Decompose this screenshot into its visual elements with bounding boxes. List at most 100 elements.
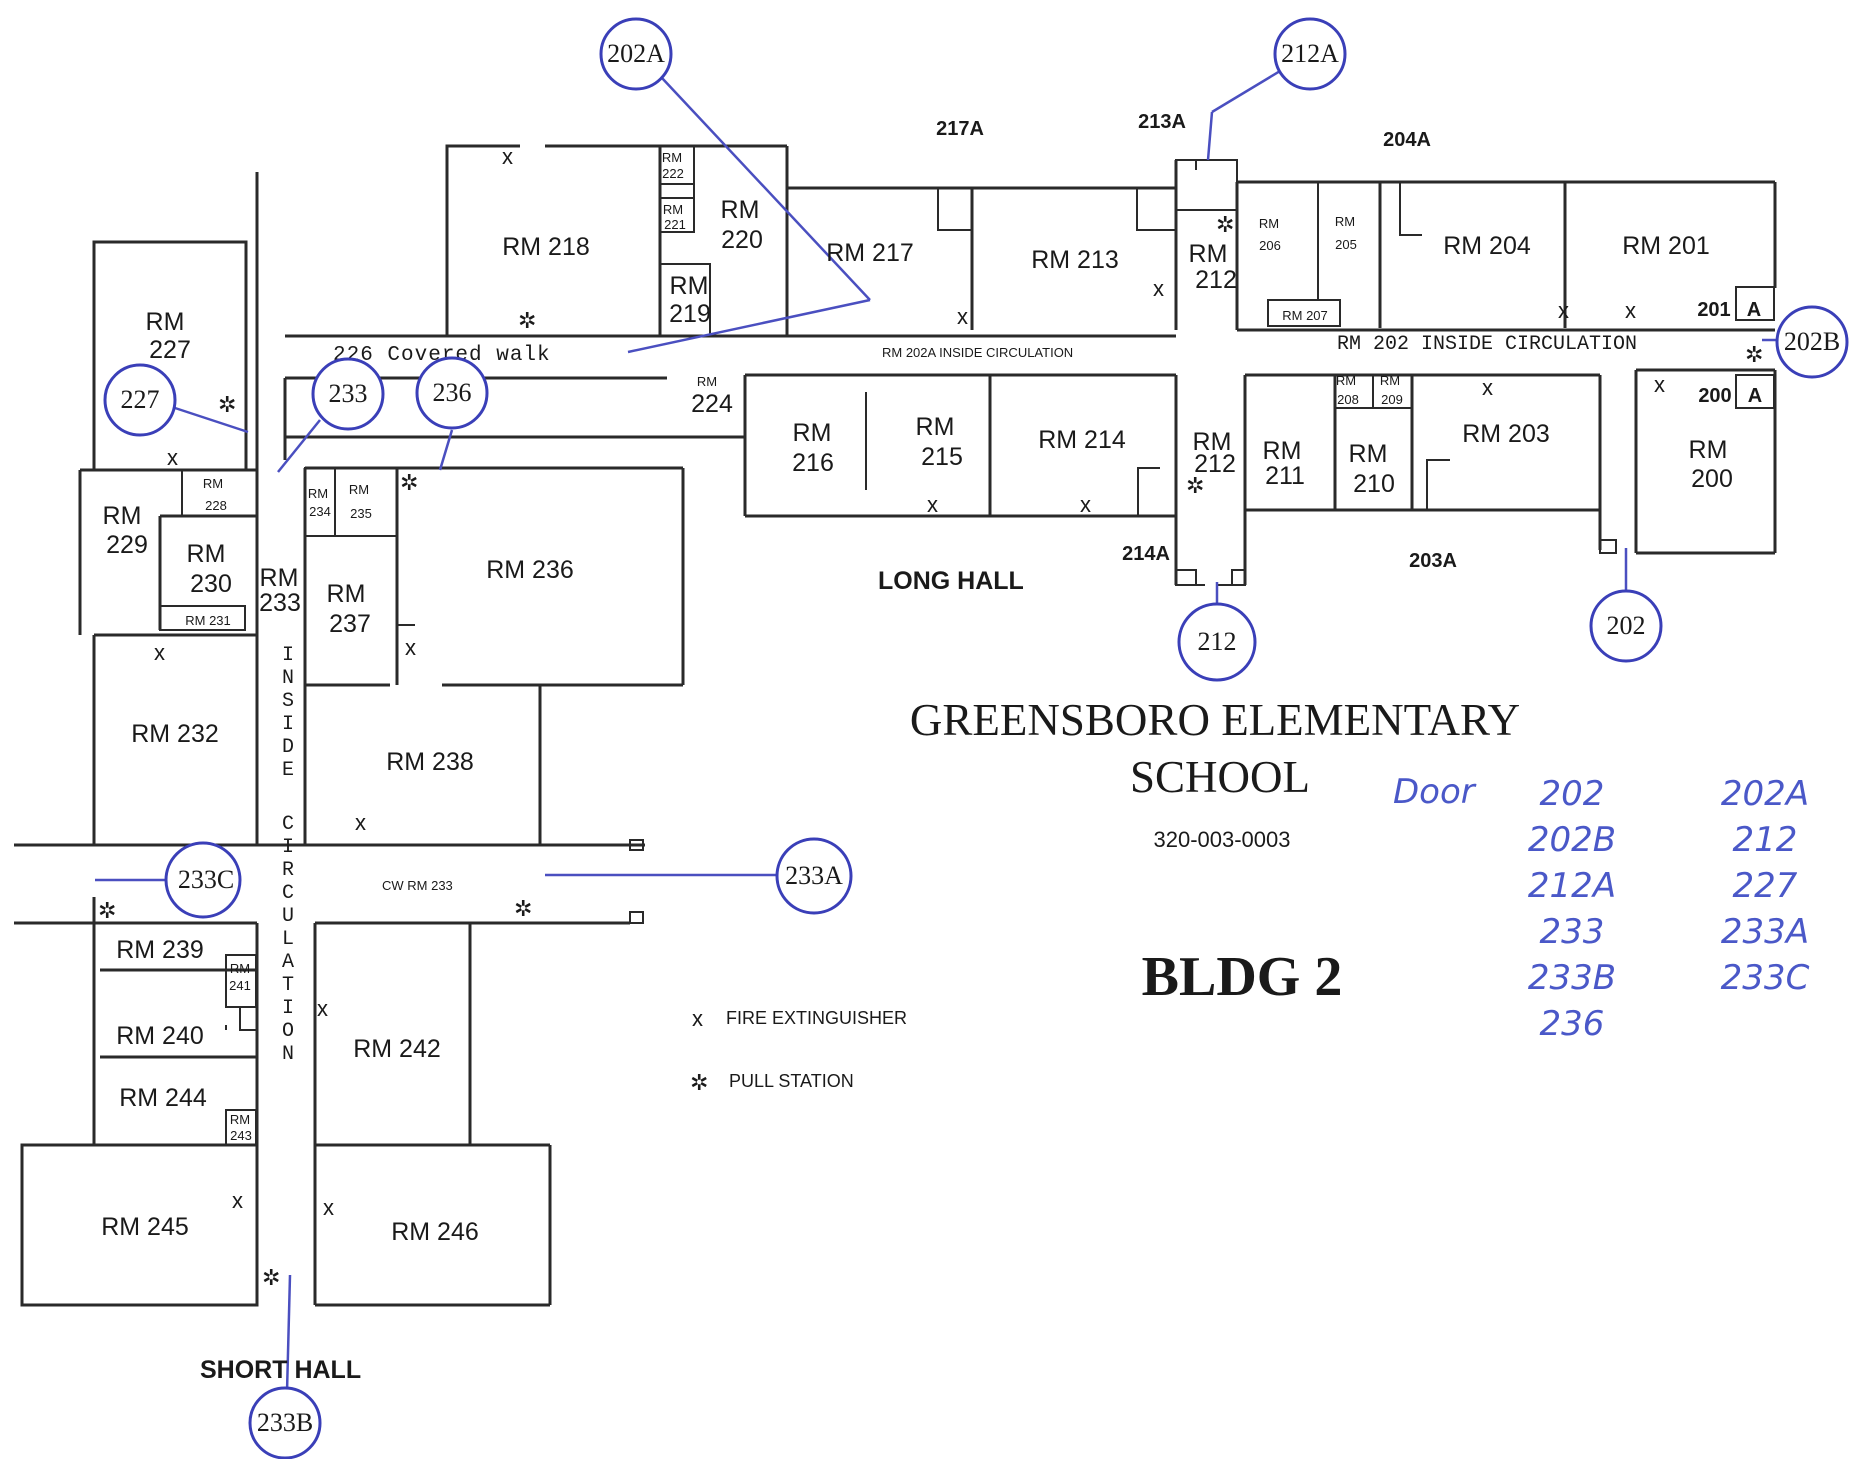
room-label: RM 236 — [486, 556, 574, 584]
room-label: RM 231 — [185, 613, 231, 628]
handwritten-door-entry: 233C — [1721, 958, 1810, 998]
room-label: 200 — [1691, 465, 1733, 493]
vertical-circulation-letter: I — [282, 644, 294, 667]
handwritten-door-entry: 202B — [1528, 820, 1616, 860]
room-label: 230 — [190, 570, 232, 598]
svg-text:227: 227 — [121, 385, 160, 414]
room-label: RM 240 — [116, 1022, 204, 1050]
room-label: 212 — [1195, 266, 1237, 294]
pull-station-icon: ✲ — [518, 308, 536, 333]
room-label: RM 201 — [1622, 232, 1710, 260]
room-label: RM — [308, 486, 328, 501]
callout-233: 233 — [311, 357, 385, 431]
room-label: RM 239 — [116, 936, 204, 964]
room-label: RM — [230, 961, 250, 976]
room-label: RM 204 — [1443, 232, 1531, 260]
room-label: RM — [721, 196, 760, 224]
room-label: 215 — [921, 443, 963, 471]
room-label: 221 — [664, 217, 686, 232]
room-label: 227 — [149, 336, 191, 364]
vertical-circulation-letter: D — [282, 736, 294, 759]
legend-fire-extinguisher-label: FIRE EXTINGUISHER — [726, 1008, 907, 1028]
room-label: RM — [230, 1112, 250, 1127]
handwritten-door-entry: 212 — [1733, 820, 1798, 860]
fire-extinguisher-icon: x — [1482, 375, 1493, 400]
vertical-circulation-letter: S — [282, 690, 294, 713]
room-label: RM 232 — [131, 720, 219, 748]
svg-text:236: 236 — [433, 378, 472, 407]
room-label: 233 — [259, 589, 301, 617]
room-label: 228 — [205, 498, 227, 513]
room-label: RM — [793, 419, 832, 447]
door-label: 204A — [1383, 129, 1431, 151]
room-label: RM — [697, 374, 717, 389]
door-label: 214A — [1122, 543, 1170, 565]
vertical-circulation-letter: I — [282, 713, 294, 736]
pull-station-icon: ✲ — [218, 392, 236, 417]
short-hall-label: SHORT HALL — [200, 1356, 361, 1384]
facility-code: 320-003-0003 — [1153, 827, 1290, 852]
room-label: RM — [103, 502, 142, 530]
svg-text:212: 212 — [1198, 627, 1237, 656]
room-label: RM 203 — [1462, 420, 1550, 448]
room-label: RM — [663, 202, 683, 217]
pull-station-icon: ✲ — [514, 896, 532, 921]
handwritten-door-entry: 236 — [1540, 1004, 1605, 1044]
callout-233b: 233B — [248, 1386, 322, 1460]
room-label: RM — [916, 413, 955, 441]
room-label: 209 — [1381, 392, 1403, 407]
legend-pull-station-label: PULL STATION — [729, 1071, 854, 1091]
room-label: RM — [1189, 240, 1228, 268]
handwritten-door-entry: 233A — [1721, 912, 1809, 952]
room-label: A — [1748, 385, 1762, 407]
room-labels: RM 227 RM 218 RM 222 RM 221 RM 220 RM 21… — [101, 150, 1762, 1246]
room-label: RM 242 — [353, 1035, 441, 1063]
vertical-circulation-letter: I — [282, 836, 294, 859]
room-label: RM — [187, 540, 226, 568]
circulation-label: RM 202A INSIDE CIRCULATION — [882, 345, 1073, 360]
callout-202: 202 — [1589, 589, 1663, 663]
vertical-circulation-letter: A — [282, 951, 294, 974]
room-label: 208 — [1337, 392, 1359, 407]
room-label: RM — [1349, 440, 1388, 468]
vertical-circulation-letter: N — [282, 667, 294, 690]
room-label: RM — [1335, 214, 1355, 229]
pull-station-icon: ✲ — [400, 470, 418, 495]
room-label: RM 218 — [502, 233, 590, 261]
room-label: RM — [146, 308, 185, 336]
handwritten-door-entry: 212A — [1528, 866, 1616, 906]
callout-202b: 202B — [1775, 305, 1849, 379]
fire-extinguisher-icon: x — [232, 1188, 243, 1213]
room-label: RM 245 — [101, 1213, 189, 1241]
room-label: 237 — [329, 610, 371, 638]
pull-station-icon: ✲ — [262, 1265, 280, 1290]
school-name-line1: GREENSBORO ELEMENTARY — [910, 695, 1520, 745]
callout-212: 212 — [1177, 602, 1257, 682]
vertical-circulation-letter — [282, 786, 294, 809]
circulation-label: RM 202 INSIDE CIRCULATION — [1337, 333, 1637, 356]
legend: x FIRE EXTINGUISHER ✲ PULL STATION — [690, 1006, 907, 1095]
school-name-line2: SCHOOL — [1130, 752, 1310, 802]
pull-station-icon: ✲ — [98, 898, 116, 923]
fire-extinguisher-icon: x — [1558, 298, 1569, 323]
handwritten-door-entry: 227 — [1733, 866, 1798, 906]
handwritten-door-entry: 233 — [1540, 912, 1605, 952]
room-label: 220 — [721, 226, 763, 254]
room-label: RM — [670, 272, 709, 300]
handwritten-door-entry: 202A — [1721, 774, 1809, 814]
room-label: A — [1747, 299, 1761, 321]
room-label: 243 — [230, 1128, 252, 1143]
room-label: RM — [1263, 437, 1302, 465]
room-label: RM — [260, 564, 299, 592]
svg-text:233C: 233C — [178, 865, 234, 894]
room-label: RM 238 — [386, 748, 474, 776]
vertical-circulation-letter: C — [282, 882, 294, 905]
svg-text:233A: 233A — [785, 861, 843, 890]
walls — [14, 144, 1777, 1307]
room-label: RM — [662, 150, 682, 165]
vertical-circulation-letter: I — [282, 997, 294, 1020]
room-label: 200 — [1698, 385, 1731, 407]
callout-233c: 233C — [164, 841, 242, 919]
hall-labels: 226 Covered walk RM 202A INSIDE CIRCULAT… — [200, 333, 1637, 1384]
